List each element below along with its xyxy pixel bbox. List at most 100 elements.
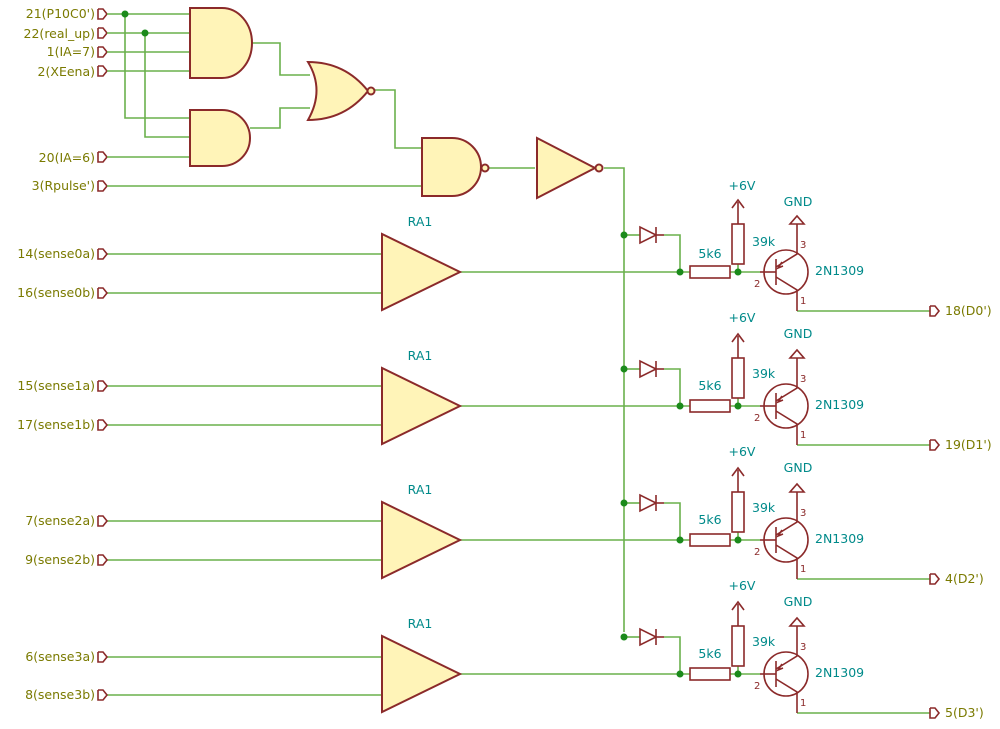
resistor-pullup: [731, 625, 745, 667]
resistor-pullup-value: 39k: [752, 366, 776, 381]
pin-collector: 1: [800, 564, 806, 575]
junction: [734, 268, 742, 276]
channel-1: RA1 15(sense1a) 17(sense1b) 5k6 39k +6V …: [17, 310, 992, 452]
inverter: [536, 136, 598, 200]
ground-icon: [788, 214, 806, 225]
inverter-bubble: [594, 163, 604, 173]
transistor-emitter: [775, 638, 798, 670]
ground-label: GND: [784, 460, 813, 475]
transistor-emitter: [775, 236, 798, 268]
resistor-pullup: [731, 357, 745, 399]
input-port: [97, 287, 109, 299]
resistor-series-value: 5k6: [698, 646, 721, 661]
input-label-sense0b: 16(sense0b): [17, 285, 95, 300]
pin-emitter: 3: [800, 240, 806, 251]
transistor-label: 2N1309: [815, 531, 864, 546]
wire-diode-node: [664, 234, 690, 273]
resistor-series: [689, 667, 731, 681]
supply-arrow-icon: [731, 466, 745, 477]
supply-arrow-icon: [731, 600, 745, 611]
input-label-xeena: 2(XEena): [38, 64, 95, 79]
amplifier-ra1: [381, 232, 463, 312]
pin-emitter: 3: [800, 642, 806, 653]
diode: [639, 225, 658, 245]
output-port: [929, 305, 941, 317]
junction: [734, 402, 742, 410]
input-label-rpulse: 3(Rpulse'): [32, 178, 95, 193]
input-port: [97, 380, 109, 392]
input-port: [97, 515, 109, 527]
transistor-collector: [775, 410, 798, 445]
input-label-ia7: 1(IA=7): [47, 44, 95, 59]
junction: [676, 268, 684, 276]
input-label-sense3b: 8(sense3b): [25, 687, 95, 702]
and-gate-2: [189, 109, 251, 167]
resistor-pullup: [731, 223, 745, 265]
input-label-sense0a: 14(sense0a): [17, 246, 95, 261]
transistor-emitter: [775, 504, 798, 536]
resistor-pullup-value: 39k: [752, 500, 776, 515]
amp-label: RA1: [408, 616, 433, 631]
ground-label: GND: [784, 194, 813, 209]
pin-base: 2: [754, 681, 760, 692]
junction: [676, 536, 684, 544]
ground-label: GND: [784, 326, 813, 341]
input-port: [97, 419, 109, 431]
channel-3: RA1 6(sense3a) 8(sense3b) 5k6 39k +6V GN…: [25, 578, 984, 720]
resistor-pullup-value: 39k: [752, 634, 776, 649]
input-label-sense2b: 9(sense2b): [25, 552, 95, 567]
resistor-pullup-value: 39k: [752, 234, 776, 249]
emitter-arrow-icon: [775, 261, 784, 270]
junction: [121, 10, 129, 18]
and-gate-1: [189, 7, 253, 79]
wire-diode-node: [664, 636, 690, 675]
input-ports: [97, 8, 109, 192]
resistor-series-value: 5k6: [698, 246, 721, 261]
supply-label: +6V: [729, 444, 756, 459]
resistor-series-value: 5k6: [698, 512, 721, 527]
wire-diode-node: [664, 502, 690, 541]
emitter-arrow-icon: [775, 395, 784, 404]
transistor-label: 2N1309: [815, 397, 864, 412]
nor-bubble: [366, 86, 376, 96]
output-port: [929, 707, 941, 719]
supply-label: +6V: [729, 178, 756, 193]
input-label-sense3a: 6(sense3a): [25, 649, 95, 664]
junction: [620, 633, 628, 641]
resistor-pullup: [731, 491, 745, 533]
supply-label: +6V: [729, 578, 756, 593]
pin-collector: 1: [800, 698, 806, 709]
junction: [676, 670, 684, 678]
ground-icon: [788, 348, 806, 359]
transistor-collector: [775, 678, 798, 713]
pin-collector: 1: [800, 430, 806, 441]
junction: [620, 499, 628, 507]
junction: [620, 365, 628, 373]
junction: [620, 231, 628, 239]
output-label-d3: 5(D3'): [945, 705, 984, 720]
channel-2: RA1 7(sense2a) 9(sense2b) 5k6 39k +6V GN…: [25, 444, 984, 586]
output-label-d0: 18(D0'): [945, 303, 992, 318]
logic-wires: [107, 13, 625, 632]
amplifier-ra1: [381, 634, 463, 714]
transistor-label: 2N1309: [815, 665, 864, 680]
pin-base: 2: [754, 413, 760, 424]
amplifier-ra1: [381, 500, 463, 580]
input-port: [97, 248, 109, 260]
input-label-p10c0: 21(P10C0'): [26, 6, 95, 21]
transistor-collector: [775, 276, 798, 311]
input-label-real-up: 22(real_up): [24, 26, 95, 41]
ground-label: GND: [784, 594, 813, 609]
supply-arrow-icon: [731, 332, 745, 343]
amplifier-ra1: [381, 366, 463, 446]
junction: [141, 29, 149, 37]
amp-label: RA1: [408, 482, 433, 497]
output-label-d2: 4(D2'): [945, 571, 984, 586]
emitter-arrow-icon: [775, 529, 784, 538]
pin-base: 2: [754, 279, 760, 290]
channel-0: RA1 14(sense0a) 16(sense0b) 5k6 39k +6V …: [17, 178, 992, 318]
ground-icon: [788, 482, 806, 493]
diode: [639, 493, 658, 513]
output-port: [929, 439, 941, 451]
